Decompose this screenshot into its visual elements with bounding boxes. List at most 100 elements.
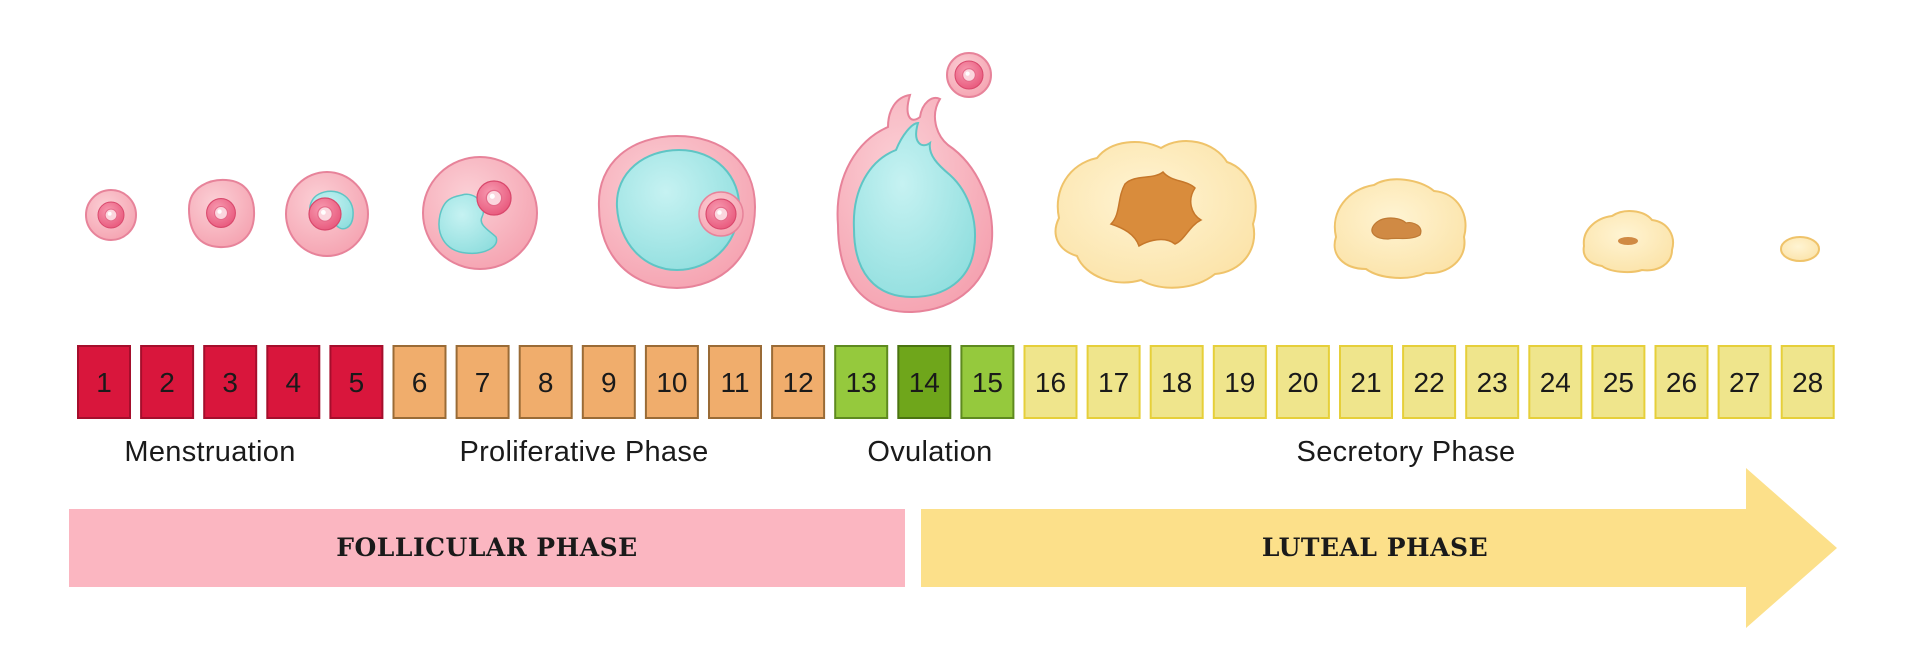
day-cell-28: 28 [1780, 345, 1835, 419]
day-number: 22 [1414, 367, 1445, 398]
day-cell-box [518, 345, 573, 419]
egg-cell-icon [946, 52, 992, 98]
day-cell-box [77, 345, 131, 419]
day-number: 11 [720, 367, 749, 398]
day-cell-7: 7 [455, 345, 510, 419]
day-cell-23: 23 [1465, 345, 1520, 419]
day-cell-3: 3 [203, 345, 258, 419]
day-number: 25 [1603, 367, 1634, 398]
primary-follicle-icon [187, 178, 256, 249]
day-cell-box [1717, 345, 1772, 419]
day-cell-15: 15 [960, 345, 1015, 419]
day-number: 28 [1792, 367, 1823, 398]
day-cell-box [834, 345, 889, 419]
day-cell-26: 26 [1654, 345, 1709, 419]
day-cell-box [392, 345, 447, 419]
day-cell-2: 2 [140, 345, 195, 419]
day-cell-box [1402, 345, 1457, 419]
luteal-phase-label: LUTEAL PHASE [1262, 533, 1488, 562]
day-number: 6 [412, 367, 428, 398]
day-cell-box [1149, 345, 1204, 419]
antral-follicle-icon [597, 134, 757, 290]
day-number: 7 [475, 367, 491, 398]
ovulating-follicle-icon [836, 93, 994, 314]
day-cell-box [266, 345, 321, 419]
day-cell-box [455, 345, 510, 419]
corpus-luteum-icon [1054, 140, 1257, 289]
day-cell-8: 8 [518, 345, 573, 419]
day-number: 27 [1729, 367, 1760, 398]
day-cell-6: 6 [392, 345, 447, 419]
day-number: 21 [1350, 367, 1381, 398]
follicular-phase-band: FOLLICULAR PHASE [69, 509, 905, 587]
day-cell-box [329, 345, 384, 419]
day-cell-box [581, 345, 636, 419]
day-cell-14: 14 [897, 345, 952, 419]
day-cell-box [1023, 345, 1078, 419]
day-cell-9: 9 [581, 345, 636, 419]
day-cell-box [1591, 345, 1646, 419]
day-number: 16 [1035, 367, 1066, 398]
day-cell-17: 17 [1086, 345, 1141, 419]
day-cell-box [1528, 345, 1583, 419]
early-antral-follicle-icon [422, 156, 538, 270]
day-cell-box [1339, 345, 1393, 419]
day-number: 17 [1098, 367, 1129, 398]
day-cell-10: 10 [644, 345, 699, 419]
day-number: 26 [1666, 367, 1697, 398]
day-cell-25: 25 [1591, 345, 1646, 419]
day-cell-box [771, 345, 826, 419]
day-cell-box [960, 345, 1015, 419]
day-number: 5 [349, 367, 365, 398]
day-cell-box [1275, 345, 1330, 419]
day-number: 1 [96, 367, 112, 398]
day-number: 2 [159, 367, 175, 398]
day-cell-5: 5 [329, 345, 384, 419]
day-cell-box [1654, 345, 1709, 419]
proliferative-phase-label: Proliferative Phase [459, 436, 709, 468]
day-number: 20 [1287, 367, 1318, 398]
day-number: 13 [846, 367, 877, 398]
primordial-follicle-icon [85, 189, 137, 241]
day-number: 23 [1477, 367, 1508, 398]
day-cell-box [708, 345, 762, 419]
day-number: 18 [1161, 367, 1192, 398]
day-cell-18: 18 [1149, 345, 1204, 419]
day-cell-box [1086, 345, 1141, 419]
day-cell-box [140, 345, 195, 419]
day-number: 15 [972, 367, 1003, 398]
day-cell-20: 20 [1275, 345, 1330, 419]
day-cell-27: 27 [1717, 345, 1772, 419]
day-cell-box [1780, 345, 1835, 419]
day-cell-box [897, 345, 952, 419]
menstruation-label: Menstruation [124, 436, 296, 468]
day-cell-box [644, 345, 699, 419]
day-cell-4: 4 [266, 345, 321, 419]
regressing-corpus-luteum-icon [1333, 178, 1467, 279]
day-cell-box [1212, 345, 1267, 419]
day-cell-13: 13 [834, 345, 889, 419]
follicular-phase-label: FOLLICULAR PHASE [336, 533, 637, 562]
day-cell-24: 24 [1528, 345, 1583, 419]
day-cell-11: 11 [708, 345, 762, 419]
day-cell-16: 16 [1023, 345, 1078, 419]
day-number: 24 [1540, 367, 1571, 398]
day-number: 4 [286, 367, 302, 398]
day-cell-22: 22 [1402, 345, 1457, 419]
day-cell-1: 1 [77, 345, 131, 419]
day-number: 14 [909, 367, 940, 398]
day-number: 9 [601, 367, 617, 398]
corpus-albicans-icon [1582, 210, 1674, 274]
day-number: 8 [538, 367, 554, 398]
small-corpus-albicans-icon [1780, 236, 1820, 262]
secretory-phase-label: Secretory Phase [1296, 436, 1516, 468]
day-number: 3 [222, 367, 238, 398]
day-number: 12 [783, 367, 814, 398]
day-cell-12: 12 [771, 345, 826, 419]
day-number: 19 [1224, 367, 1255, 398]
day-cell-box [203, 345, 258, 419]
ovulation-label: Ovulation [867, 436, 993, 468]
luteal-phase-arrow: LUTEAL PHASE [921, 468, 1837, 628]
